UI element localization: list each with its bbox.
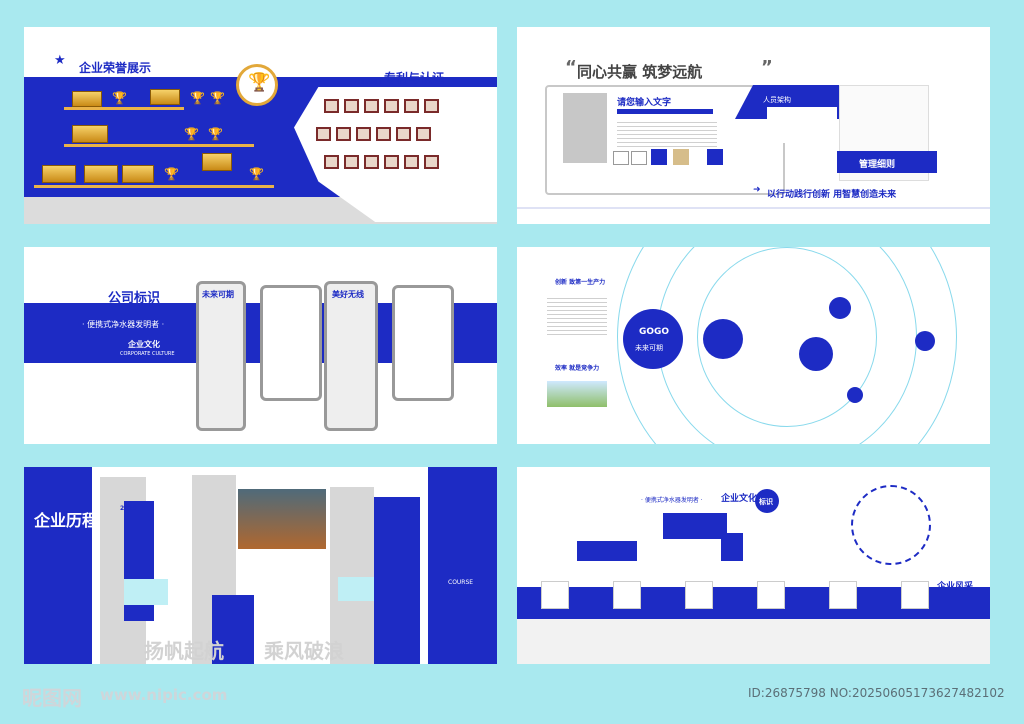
input-heading: 请您输入文字 [617, 98, 672, 108]
trophy-icon: 🏆 [112, 91, 127, 105]
logo-title: 公司标识 [108, 291, 161, 306]
image-placeholder [563, 93, 607, 163]
plaque [72, 125, 108, 143]
style-label: 企业风采 [937, 582, 974, 592]
style-card [901, 581, 929, 609]
culture-label: 企业文化 [721, 494, 758, 504]
certificate-frame [324, 155, 339, 169]
plaque [122, 165, 154, 183]
quote-text: 同心共赢 筑梦远航 [577, 63, 703, 81]
personnel-label: 人员架构 [763, 96, 791, 104]
column-board [260, 285, 322, 401]
column-board [392, 285, 454, 401]
plaque [42, 165, 76, 183]
mark-text: 标识 [759, 498, 773, 506]
dot-circle [915, 331, 935, 351]
trophy-icon: 🏆 [210, 91, 225, 105]
style-card [829, 581, 857, 609]
style-card [685, 581, 713, 609]
gogo-subtitle: 未来可期 [635, 344, 663, 352]
watermark-logo: 昵图网 [22, 686, 82, 710]
trophy-icon: 🏆 [208, 127, 223, 141]
panel-circles: GOGO 未来可期 创新 致第一生产力 效率 就是竞争力 [517, 247, 990, 444]
trophy-icon: 🏆 [249, 167, 264, 181]
course-label: COURSE [448, 579, 474, 586]
certificate-frame [404, 99, 419, 113]
values-circle [799, 337, 833, 371]
panel-corporate-style: · 便携式净水器发明者 · 企业文化 标识 企业风采 [517, 467, 990, 664]
patent-subtitle: ZHUANLI [354, 79, 381, 86]
trophy-badge [236, 64, 278, 106]
style-card [613, 581, 641, 609]
plaque [84, 165, 118, 183]
logo-subtitle: · 便携式净水器发明者 · [82, 320, 165, 329]
slogan-text: 以行动践行创新 用智慧创造未来 [767, 190, 897, 200]
invention-circle [703, 319, 743, 359]
history-title: 企业历程 [34, 511, 99, 530]
panel-history: 企业历程 2020 扬帆起航 乘风破浪 COURSE [24, 467, 497, 664]
certificate-frame [344, 99, 359, 113]
dot-circle [829, 297, 851, 319]
column-board [324, 281, 378, 431]
star-icon: ★ [54, 53, 66, 68]
certificate-frame [364, 99, 379, 113]
style-card [757, 581, 785, 609]
column-board [196, 281, 246, 431]
slogan-one: 扬帆起航 [144, 639, 224, 663]
honor-title: 企业荣誉展示 [79, 61, 152, 75]
trophy-icon: 🏆 [164, 167, 179, 181]
efficiency-label: 效率 就是竞争力 [555, 365, 600, 372]
certificate-frame [336, 127, 351, 141]
dot-circle [847, 387, 863, 403]
plaque [202, 153, 232, 171]
column-heading: 未来可期 [202, 290, 234, 299]
certificate-frame [364, 155, 379, 169]
certificate-frame [424, 155, 439, 169]
gogo-text: GOGO [639, 327, 670, 337]
year-label: 2020 [120, 505, 137, 512]
mgmt-label: 管理细则 [859, 160, 896, 170]
hex-wheel [851, 485, 931, 565]
panel-honor-display: ★ 企业荣誉展示 🏆 专利与认证 ZHUANLI 🏆 🏆 🏆 🏆 🏆 🏆 🏆 [24, 27, 497, 224]
patent-title: 专利与认证 [384, 71, 445, 85]
culture-label: 企业文化 [128, 340, 160, 349]
certificate-frame [396, 127, 411, 141]
mark-circle [755, 489, 779, 513]
slogan-two: 乘风破浪 [264, 639, 344, 663]
slogan-icon: ➜ [753, 185, 761, 195]
quote-open-icon: “ [565, 57, 577, 78]
column-heading: 美好无线 [332, 290, 364, 299]
trophy-icon: 🏆 [248, 72, 271, 93]
style-card [541, 581, 569, 609]
panel-company-logo: 公司标识 · 便携式净水器发明者 · 企业文化 CORPORATE CULTUR… [24, 247, 497, 444]
plaque [150, 89, 180, 105]
certificate-frame [404, 155, 419, 169]
inventor-label: · 便携式净水器发明者 · [641, 497, 703, 504]
culture-en: CORPORATE CULTURE [120, 351, 175, 357]
trophy-icon: 🏆 [190, 91, 205, 105]
quote-close-icon: ” [761, 57, 773, 78]
certificate-frame [324, 99, 339, 113]
innovation-label: 创新 致第一生产力 [555, 279, 606, 286]
certificate-frame [424, 99, 439, 113]
image-placeholder [547, 381, 607, 407]
watermark-url: www.nipic.com [100, 686, 228, 704]
certificate-frame [356, 127, 371, 141]
certificate-frame [416, 127, 431, 141]
certificate-frame [384, 155, 399, 169]
history-left-bar [24, 467, 92, 664]
panel-vision-wall: 同心共赢 筑梦远航 “ ” 请您输入文字 人员架构 管理细则 ➜ 以行动践行创新… [517, 27, 990, 224]
certificate-frame [384, 99, 399, 113]
trophy-icon: 🏆 [184, 127, 199, 141]
plaque [72, 91, 102, 107]
certificate-frame [344, 155, 359, 169]
gogo-circle [623, 309, 683, 369]
photo-screen [238, 489, 326, 549]
certificate-frame [376, 127, 391, 141]
watermark-id: ID:26875798 NO:20250605173627482102 [748, 686, 1005, 700]
certificate-frame [316, 127, 331, 141]
